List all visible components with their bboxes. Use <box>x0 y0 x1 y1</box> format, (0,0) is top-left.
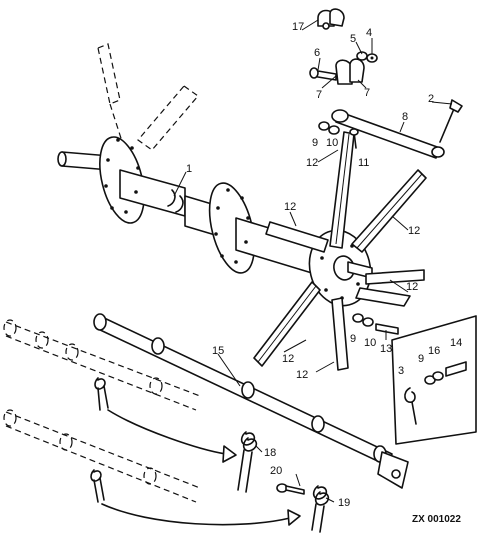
top-hardware <box>309 8 463 159</box>
callout-18: 18 <box>264 447 276 459</box>
leader-lines <box>173 19 453 503</box>
callout-10-top: 10 <box>326 137 338 149</box>
callout-12-top: 12 <box>306 157 318 169</box>
callout-16: 16 <box>428 345 440 357</box>
figure-code: ZX 001022 <box>412 514 461 525</box>
motion-arrows <box>101 409 301 526</box>
phantom-tine-bars <box>3 319 201 503</box>
callout-labels: 1 2 17 6 5 4 7 7 8 9 10 11 12 12 12 12 1… <box>186 21 462 525</box>
callout-4: 4 <box>366 27 372 39</box>
callout-9-top: 9 <box>312 137 318 149</box>
detail-inset <box>391 315 477 445</box>
callout-20: 20 <box>270 465 282 477</box>
callout-15: 15 <box>212 345 224 357</box>
callout-12-right: 12 <box>406 281 418 293</box>
callout-17: 17 <box>292 21 304 33</box>
callout-6: 6 <box>314 47 320 59</box>
callout-11: 11 <box>358 157 369 169</box>
callout-8: 8 <box>402 111 408 123</box>
callout-12-upper-right: 12 <box>408 225 420 237</box>
callout-9-detail: 9 <box>418 353 424 365</box>
callout-7-left: 7 <box>316 89 322 101</box>
callout-9-mid: 9 <box>350 333 356 345</box>
callout-2: 2 <box>428 93 434 105</box>
callout-13: 13 <box>380 343 392 355</box>
tine-springs <box>90 377 330 533</box>
tine-bar <box>93 313 409 489</box>
callout-5: 5 <box>350 33 356 45</box>
callout-12-left: 12 <box>284 201 296 213</box>
callout-1: 1 <box>186 163 192 175</box>
callout-3: 3 <box>398 365 404 377</box>
flange-holes <box>104 138 360 300</box>
callout-10-mid: 10 <box>364 337 376 349</box>
callout-19: 19 <box>338 497 350 509</box>
callout-12-lower: 12 <box>282 353 294 365</box>
reel-shaft <box>57 136 373 307</box>
spider-hardware <box>352 313 399 335</box>
callout-7-right: 7 <box>364 87 370 99</box>
reel-arm-phantom <box>97 43 199 161</box>
callout-14: 14 <box>450 337 462 349</box>
callout-12-bottom: 12 <box>296 369 308 381</box>
